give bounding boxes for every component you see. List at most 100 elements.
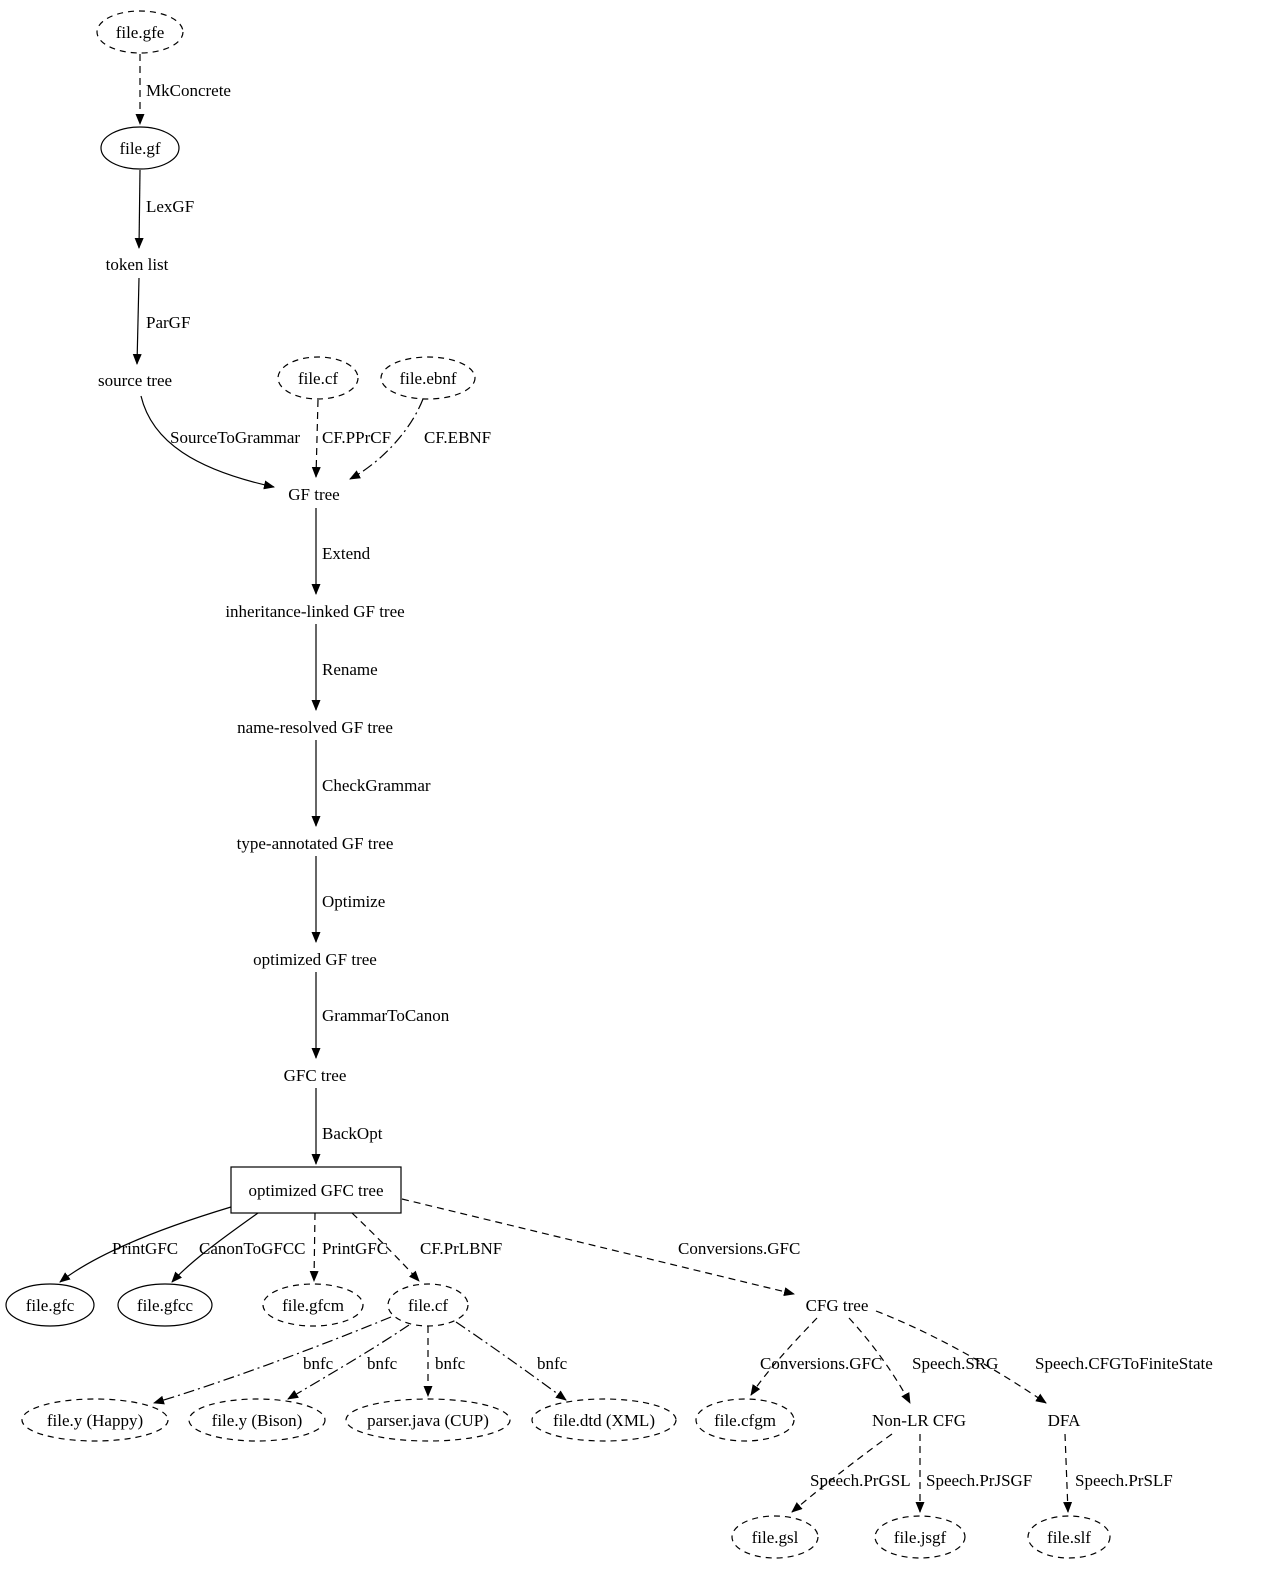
node-dfa: DFA <box>1048 1411 1081 1430</box>
node-ellipse <box>262 1283 364 1327</box>
edge-label: SourceToGrammar <box>170 428 300 447</box>
edge-label: CF.PrLBNF <box>420 1239 502 1258</box>
edge-label: bnfc <box>537 1354 568 1373</box>
node-ellipse <box>1027 1515 1111 1559</box>
node-ellipse <box>695 1398 795 1442</box>
edge-label: BackOpt <box>322 1124 383 1143</box>
node-label: file.y (Bison) <box>212 1411 303 1430</box>
node-nonlr_cfg: Non-LR CFG <box>872 1411 966 1430</box>
edge-file_cf_out-to-file_y_happy: bnfc <box>153 1316 392 1405</box>
node-file_gsl: file.gsl <box>731 1515 819 1559</box>
edge-file_cf_out-to-file_dtd: bnfc <box>455 1321 568 1401</box>
node-file_cfgm: file.cfgm <box>695 1398 795 1442</box>
node-ellipse <box>531 1398 677 1442</box>
edge-line <box>140 395 275 490</box>
node-label: optimized GF tree <box>253 950 377 969</box>
edge-nonlr_cfg-to-file_gsl: Speech.PrGSL <box>791 1433 911 1513</box>
node-label: file.cf <box>408 1296 448 1315</box>
node-label: token list <box>106 255 169 274</box>
edge-line <box>153 1316 392 1405</box>
node-token_list: token list <box>106 255 169 274</box>
node-label: CFG tree <box>806 1296 869 1315</box>
edge-label: Speech.PrGSL <box>810 1471 911 1490</box>
edge-cfg_tree-to-dfa: Speech.CFGToFiniteState <box>875 1310 1213 1404</box>
node-file_ebnf: file.ebnf <box>380 356 476 400</box>
node-file_y_happy: file.y (Happy) <box>21 1398 169 1442</box>
node-ellipse <box>387 1283 469 1327</box>
node-ellipse <box>277 356 359 400</box>
edge-line <box>875 1310 1047 1404</box>
edge-line <box>351 1212 420 1282</box>
edge-dfa-to-file_slf: Speech.PrSLF <box>1063 1433 1173 1513</box>
node-label: source tree <box>98 371 172 390</box>
edge-label: Conversions.GFC <box>760 1354 882 1373</box>
node-gf_tree: GF tree <box>288 485 339 504</box>
node-label: type-annotated GF tree <box>237 834 394 853</box>
edge-opt_gfc-to-file_gfc: PrintGFC <box>59 1206 232 1283</box>
node-ellipse <box>188 1398 326 1442</box>
node-file_dtd: file.dtd (XML) <box>531 1398 677 1442</box>
node-file_jsgf: file.jsgf <box>874 1515 966 1559</box>
edge-label: bnfc <box>435 1354 466 1373</box>
node-ellipse <box>100 126 180 170</box>
node-file_gfc: file.gfc <box>5 1283 95 1327</box>
edge-line <box>349 398 424 480</box>
edge-line <box>132 277 142 365</box>
edge-label: Conversions.GFC <box>678 1239 800 1258</box>
node-label: file.gsl <box>752 1528 799 1547</box>
node-ellipse <box>117 1283 213 1327</box>
edge-label: Optimize <box>322 892 385 911</box>
edge-opt_gfc-to-file_gfcc: CanonToGFCC <box>171 1212 306 1283</box>
node-ellipse <box>345 1398 511 1442</box>
edge-cfg_tree-to-nonlr_cfg: Speech.SRG <box>848 1317 998 1404</box>
node-ellipse <box>96 10 184 54</box>
edge-gf_tree-to-inh_tree: Extend <box>311 508 371 595</box>
node-label: inheritance-linked GF tree <box>225 602 404 621</box>
node-file_gfcm: file.gfcm <box>262 1283 364 1327</box>
node-label: file.cf <box>298 369 338 388</box>
edge-label: ParGF <box>146 313 190 332</box>
node-label: file.cfgm <box>714 1411 776 1430</box>
edge-label: bnfc <box>367 1354 398 1373</box>
node-ellipse <box>731 1515 819 1559</box>
node-label: file.y (Happy) <box>47 1411 143 1430</box>
node-file_cf_in: file.cf <box>277 356 359 400</box>
edge-label: MkConcrete <box>146 81 231 100</box>
node-label: optimized GFC tree <box>248 1181 383 1200</box>
edge-cfg_tree-to-file_cfgm: Conversions.GFC <box>750 1317 882 1396</box>
edge-label: Speech.PrSLF <box>1075 1471 1173 1490</box>
node-file_slf: file.slf <box>1027 1515 1111 1559</box>
edge-label: Extend <box>322 544 371 563</box>
node-label: DFA <box>1048 1411 1081 1430</box>
node-label: Non-LR CFG <box>872 1411 966 1430</box>
node-label: file.jsgf <box>894 1528 947 1547</box>
node-label: file.dtd (XML) <box>553 1411 655 1430</box>
node-file_gfcc: file.gfcc <box>117 1283 213 1327</box>
node-file_gfe: file.gfe <box>96 10 184 54</box>
edge-line <box>287 1324 410 1400</box>
edge-inh_tree-to-name_tree: Rename <box>311 624 378 711</box>
node-file_cf_out: file.cf <box>387 1283 469 1327</box>
node-label: file.gfe <box>116 23 165 42</box>
edge-line <box>311 399 321 478</box>
edge-label: CF.PPrCF <box>322 428 391 447</box>
edge-label: PrintGFC <box>322 1239 388 1258</box>
edge-label: LexGF <box>146 197 194 216</box>
node-label: file.gf <box>119 139 160 158</box>
edge-line <box>134 169 144 249</box>
node-label: file.ebnf <box>399 369 456 388</box>
edge-opt_tree-to-gfc_tree: GrammarToCanon <box>311 972 450 1059</box>
edge-label: bnfc <box>303 1354 334 1373</box>
edge-file_cf_out-to-file_y_bison: bnfc <box>287 1324 410 1400</box>
edge-line <box>401 1198 795 1297</box>
edge-file_ebnf-to-gf_tree: CF.EBNF <box>349 398 491 480</box>
edge-line <box>1063 1433 1073 1513</box>
node-label: GF tree <box>288 485 339 504</box>
node-label: parser.java (CUP) <box>367 1411 489 1430</box>
node-parser_java: parser.java (CUP) <box>345 1398 511 1442</box>
node-rect <box>230 1166 402 1214</box>
edge-file_cf_out-to-parser_java: bnfc <box>423 1326 466 1397</box>
node-ellipse <box>380 356 476 400</box>
edge-nonlr_cfg-to-file_jsgf: Speech.PrJSGF <box>915 1434 1032 1513</box>
